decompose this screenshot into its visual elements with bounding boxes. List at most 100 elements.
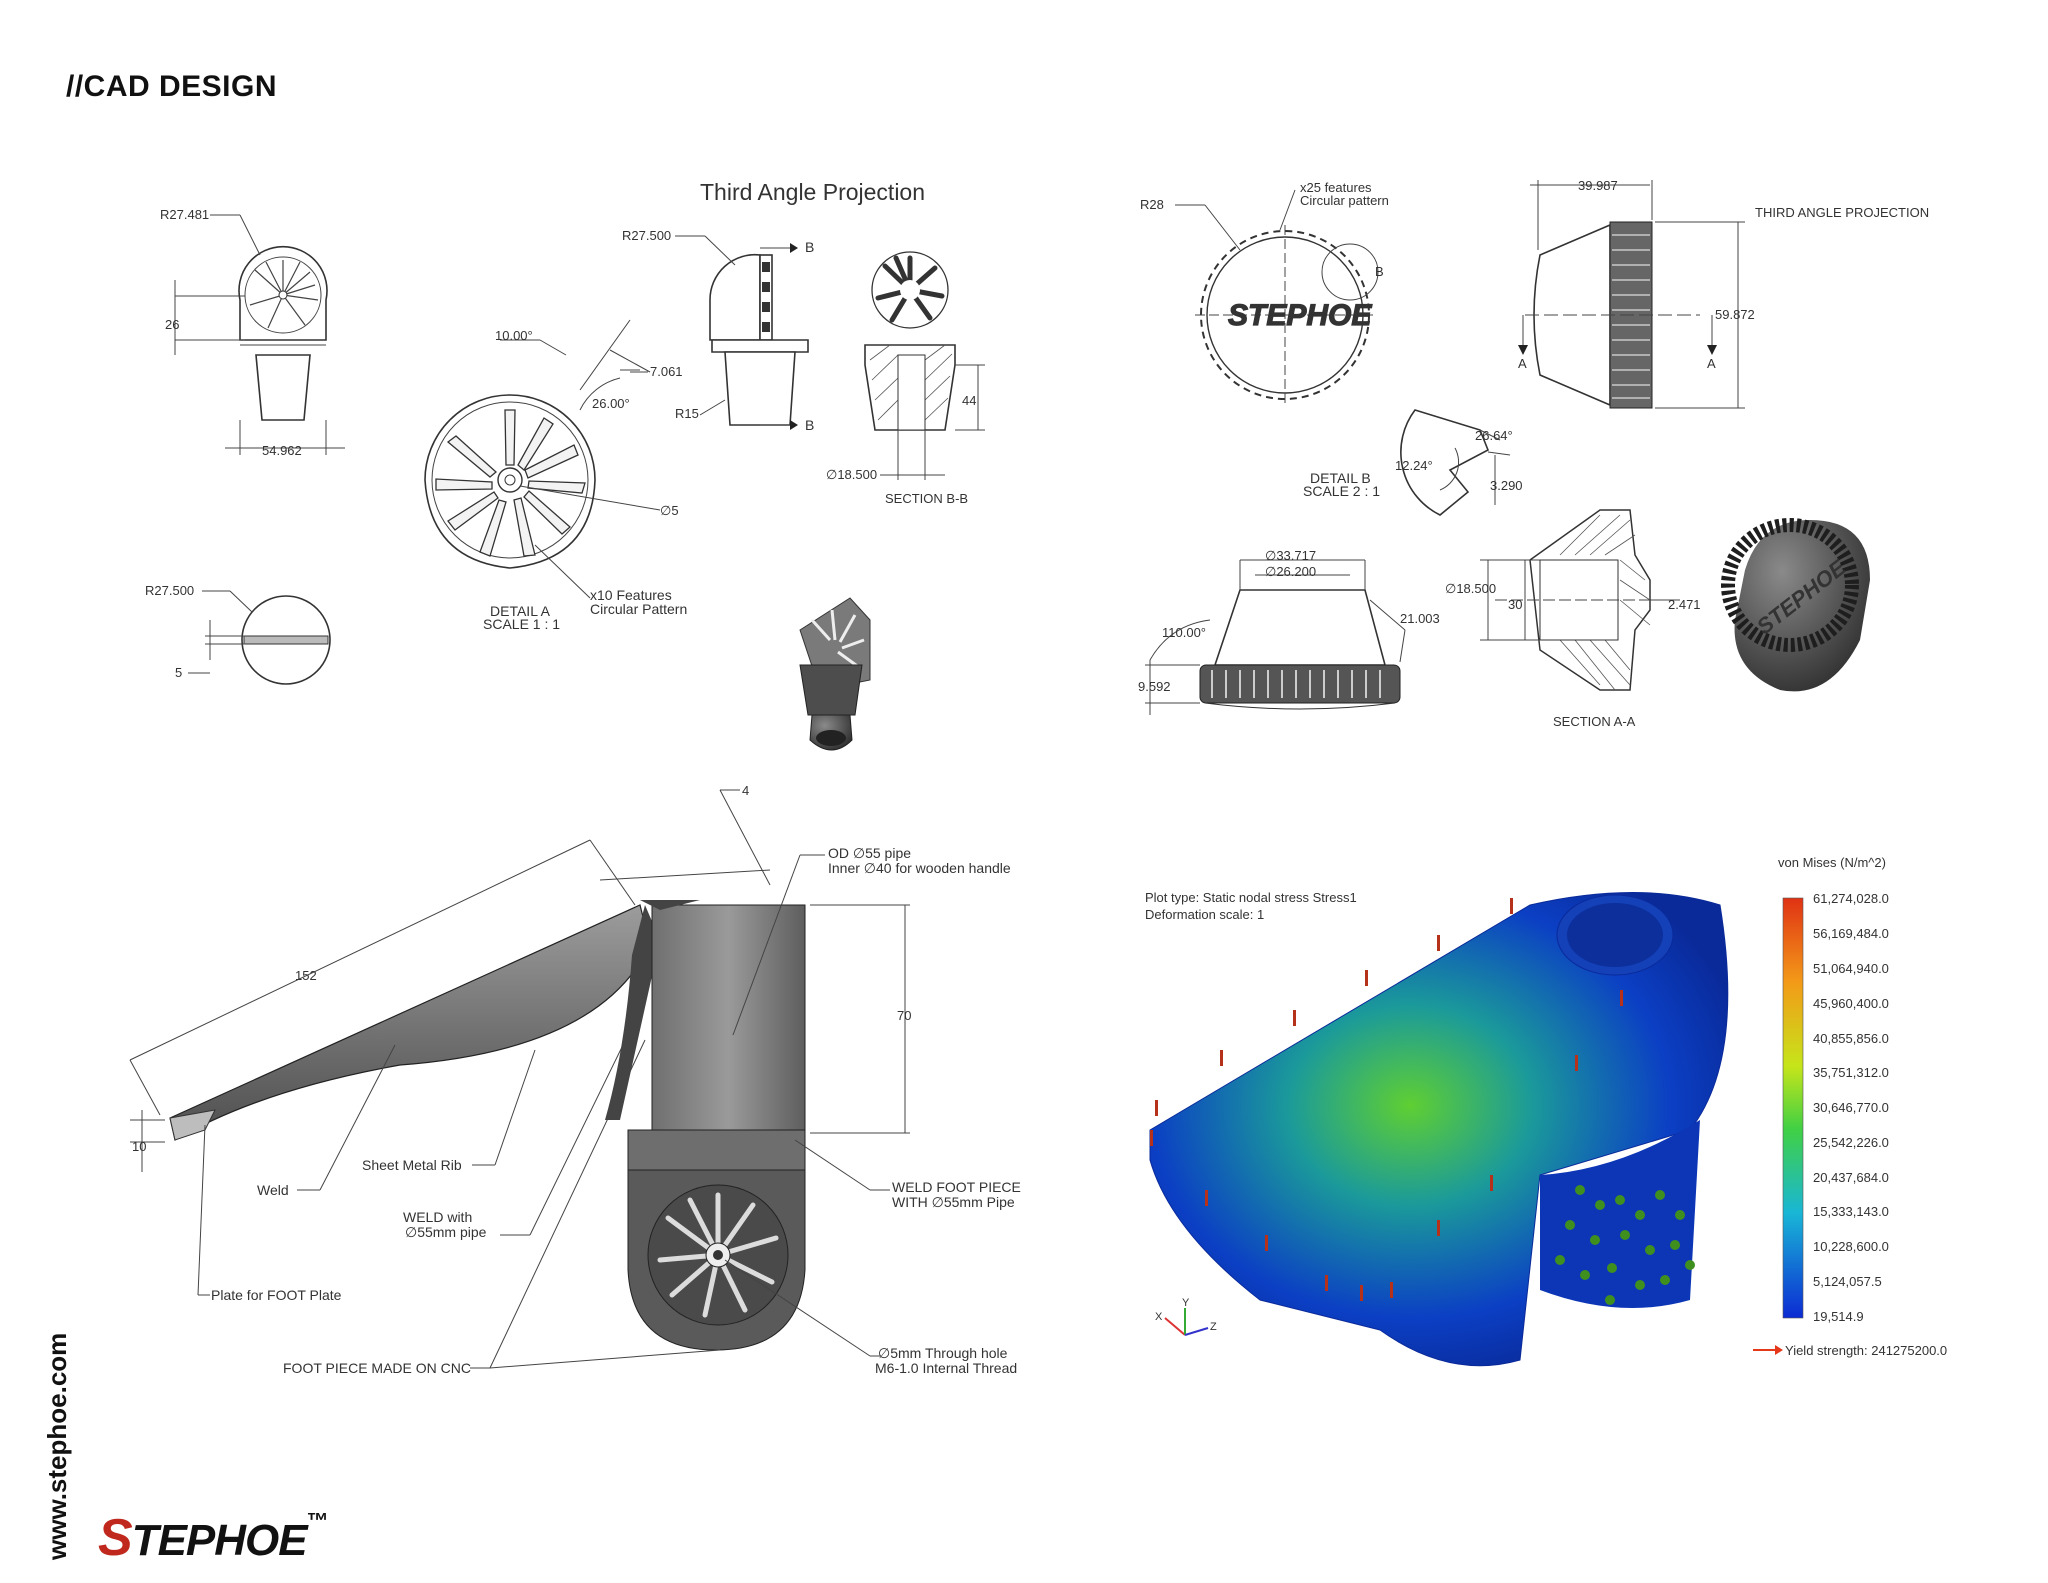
svg-text:35,751,312.0: 35,751,312.0 (1813, 1065, 1889, 1080)
svg-text:OD ∅55 pipe: OD ∅55 pipe (828, 845, 911, 861)
svg-text:3.290: 3.290 (1490, 478, 1523, 493)
svg-text:∅26.200: ∅26.200 (1265, 564, 1316, 579)
knob-render: STEPHOE (1721, 518, 1870, 692)
legend-values: 61,274,028.0 56,169,484.0 51,064,940.0 4… (1813, 891, 1889, 1324)
svg-text:61,274,028.0: 61,274,028.0 (1813, 891, 1889, 906)
svg-text:R28: R28 (1140, 197, 1164, 212)
svg-text:2.471: 2.471 (1668, 597, 1701, 612)
svg-text:51,064,940.0: 51,064,940.0 (1813, 961, 1889, 976)
svg-text:Y: Y (1182, 1297, 1190, 1309)
svg-text:26: 26 (165, 317, 179, 332)
page-title: //CAD DESIGN (66, 70, 278, 103)
svg-text:5,124,057.5: 5,124,057.5 (1813, 1274, 1882, 1289)
svg-text:Weld: Weld (257, 1182, 289, 1198)
svg-text:21.003: 21.003 (1400, 611, 1440, 626)
svg-text:WELD with: WELD with (403, 1209, 472, 1225)
svg-text:B: B (1375, 264, 1384, 279)
fea-stress-plot: Plot type: Static nodal stress Stress1 D… (1145, 855, 1947, 1367)
svg-text:R15: R15 (675, 406, 699, 421)
detail-b: 12.24° 26.64° 3.290 DETAIL B SCALE 2 : 1 (1303, 409, 1523, 516)
svg-text:Plate for FOOT Plate: Plate for FOOT Plate (211, 1287, 342, 1303)
svg-text:SECTION B-B: SECTION B-B (885, 491, 968, 506)
svg-text:A: A (1518, 356, 1527, 371)
svg-text:SCALE 2 : 1: SCALE 2 : 1 (1303, 483, 1380, 499)
knob-front: ∅33.717 ∅26.200 21.003 110.00° 9.592 (1138, 548, 1440, 715)
yield-strength: Yield strength: 241275200.0 (1785, 1343, 1947, 1358)
svg-text:Sheet Metal Rib: Sheet Metal Rib (362, 1157, 462, 1173)
section-b-b: 44 ∅18.500 SECTION B-B (826, 251, 985, 506)
svg-text:B: B (805, 239, 814, 255)
legend-colorbar (1782, 897, 1804, 1319)
svg-text:152: 152 (295, 968, 317, 983)
svg-text:x25 features: x25 features (1300, 180, 1372, 195)
svg-text:30,646,770.0: 30,646,770.0 (1813, 1100, 1889, 1115)
drawing-knob: THIRD ANGLE PROJECTION STEPHOE B R28 x25… (1138, 178, 1929, 729)
assembly-callouts: OD ∅55 pipe Inner ∅40 for wooden handle … (197, 845, 1021, 1376)
svg-text:9.592: 9.592 (1138, 679, 1171, 694)
svg-text:12.24°: 12.24° (1395, 458, 1433, 473)
assembly-dims: 152 4 70 10 (129, 783, 911, 1172)
svg-text:10.00°: 10.00° (495, 328, 533, 343)
drawing1-title: Third Angle Projection (700, 179, 925, 205)
brand-name: TEPHOE (131, 1516, 308, 1565)
side-view: B B R27.500 R15 (622, 228, 814, 433)
svg-text:70: 70 (897, 1008, 911, 1023)
front-view-dims: R27.481 26 54.962 (160, 207, 345, 458)
brand-logo: STEPHOE™ (98, 1508, 329, 1567)
svg-text:19,514.9: 19,514.9 (1813, 1309, 1864, 1324)
svg-text:R27.481: R27.481 (160, 207, 209, 222)
svg-text:∅18.500: ∅18.500 (1445, 581, 1496, 596)
drawing-foot-piece: Third Angle Projection R27.481 26 54.962 (145, 179, 985, 751)
svg-text:Z: Z (1210, 1321, 1217, 1333)
svg-text:4: 4 (742, 783, 749, 798)
gear-logo: STEPHOE (1228, 299, 1372, 332)
section-a-a: ∅18.500 30 2.471 SECTION A-A (1445, 509, 1701, 729)
svg-text:SCALE 1 : 1: SCALE 1 : 1 (483, 616, 560, 632)
svg-text:10,228,600.0: 10,228,600.0 (1813, 1239, 1889, 1254)
front-view (238, 245, 328, 421)
svg-text:30: 30 (1508, 597, 1522, 612)
svg-text:10: 10 (132, 1139, 146, 1154)
svg-text:56,169,484.0: 56,169,484.0 (1813, 926, 1889, 941)
svg-text:FOOT PIECE MADE ON CNC: FOOT PIECE MADE ON CNC (283, 1360, 471, 1376)
svg-text:54.962: 54.962 (262, 443, 302, 458)
svg-text:∅5: ∅5 (660, 503, 679, 518)
svg-text:DETAIL A: DETAIL A (490, 603, 551, 619)
fea-deformation: Deformation scale: 1 (1145, 907, 1264, 922)
knob-side: 39.987 59.872 A A (1518, 178, 1755, 409)
svg-text:SECTION A-A: SECTION A-A (1553, 714, 1636, 729)
svg-text:26.00°: 26.00° (592, 396, 630, 411)
svg-text:B: B (805, 417, 814, 433)
cap-view: R27.500 5 (145, 583, 331, 685)
fea-fixtures (1555, 1185, 1695, 1305)
svg-text:WITH ∅55mm Pipe: WITH ∅55mm Pipe (892, 1194, 1015, 1210)
svg-text:∅18.500: ∅18.500 (826, 467, 877, 482)
fea-plot-type: Plot type: Static nodal stress Stress1 (1145, 890, 1357, 905)
svg-text:∅5mm Through hole: ∅5mm Through hole (878, 1345, 1008, 1361)
svg-text:39.987: 39.987 (1578, 178, 1618, 193)
svg-text:Inner ∅40 for wooden handle: Inner ∅40 for wooden handle (828, 860, 1011, 876)
drawing2-title: THIRD ANGLE PROJECTION (1755, 205, 1929, 220)
svg-text:59.872: 59.872 (1715, 307, 1755, 322)
svg-text:X: X (1155, 1311, 1163, 1323)
legend-title: von Mises (N/m^2) (1778, 855, 1886, 870)
svg-text:A: A (1707, 356, 1716, 371)
drawing-assembly: 152 4 70 10 OD ∅55 pipe Inner ∅40 for wo… (129, 783, 1021, 1376)
svg-text:15,333,143.0: 15,333,143.0 (1813, 1204, 1889, 1219)
svg-text:R27.500: R27.500 (622, 228, 671, 243)
svg-text:110.00°: 110.00° (1162, 625, 1206, 640)
svg-text:x10 Features: x10 Features (590, 587, 672, 603)
svg-text:WELD FOOT PIECE: WELD FOOT PIECE (892, 1179, 1021, 1195)
svg-text:26.64°: 26.64° (1475, 428, 1513, 443)
svg-text:7.061: 7.061 (650, 364, 683, 379)
svg-text:M6-1.0 Internal Thread: M6-1.0 Internal Thread (875, 1360, 1017, 1376)
svg-text:Circular pattern: Circular pattern (1300, 193, 1389, 208)
svg-text:∅33.717: ∅33.717 (1265, 548, 1316, 563)
svg-text:45,960,400.0: 45,960,400.0 (1813, 996, 1889, 1011)
svg-text:40,855,856.0: 40,855,856.0 (1813, 1031, 1889, 1046)
svg-text:∅55mm pipe: ∅55mm pipe (405, 1224, 487, 1240)
svg-text:20,437,684.0: 20,437,684.0 (1813, 1170, 1889, 1185)
detail-a: 10.00° 7.061 26.00° ∅5 x10 Features Circ… (424, 319, 687, 632)
svg-text:DETAIL B: DETAIL B (1310, 470, 1371, 486)
